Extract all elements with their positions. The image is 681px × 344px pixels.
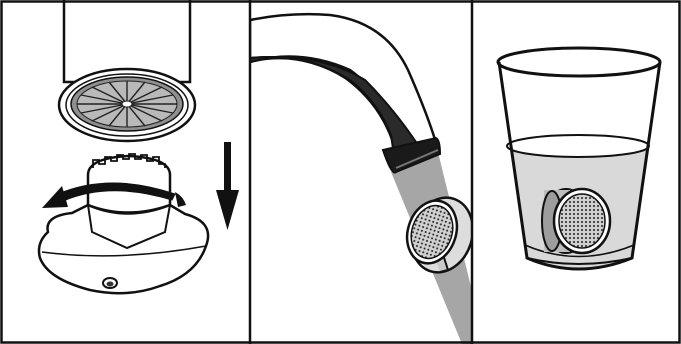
down-arrow-icon (216, 142, 239, 230)
aerator-in-glass (542, 189, 610, 253)
panel-remove-aerator (39, 0, 239, 293)
panel-soak-aerator (498, 48, 660, 269)
faucet-aerator-face (59, 69, 195, 141)
removed-aerator (39, 154, 208, 293)
faucet-spout (250, 14, 440, 172)
panel-rinse-aerator (250, 14, 485, 344)
